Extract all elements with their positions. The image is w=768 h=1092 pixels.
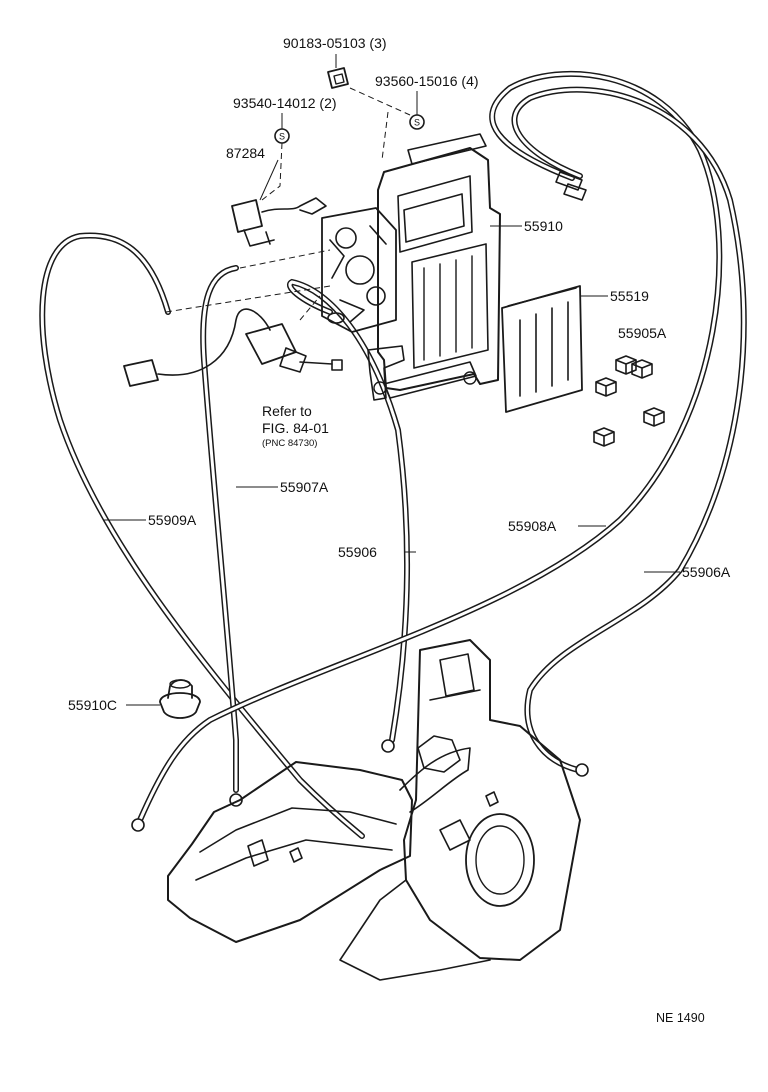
- figure-code: NE 1490: [656, 1011, 705, 1025]
- grommet-55910c: [159, 679, 201, 719]
- leader-lines: [104, 54, 680, 706]
- cable-55906a: [511, 86, 747, 777]
- screw-letter-93540: S: [279, 132, 285, 142]
- heater-unit-housing: [167, 639, 581, 981]
- part-label-55906a: 55906A: [682, 564, 731, 580]
- motor-lever-assembly: [321, 207, 397, 333]
- cable-end-connectors: [555, 171, 587, 201]
- clip-90183: [327, 67, 349, 89]
- part-label-55908a: 55908A: [508, 518, 557, 534]
- reference-note-line1: Refer to: [262, 403, 312, 419]
- part-label-55910c: 55910C: [68, 697, 117, 713]
- reference-note-line3: (PNC 84730): [262, 438, 317, 449]
- part-label-93560-15016: 93560-15016 (4): [375, 73, 479, 89]
- reference-note-line2: FIG. 84-01: [262, 420, 329, 436]
- part-label-55519: 55519: [610, 288, 649, 304]
- cable-55909a: [39, 232, 365, 839]
- connector-harness: [123, 308, 343, 387]
- cable-55907a: [200, 265, 243, 807]
- cable-55908a: [131, 70, 723, 832]
- part-label-55905a: 55905A: [618, 325, 667, 341]
- part-label-55909a: 55909A: [148, 512, 197, 528]
- screw-letter-93560: S: [414, 118, 420, 128]
- cable-55906: [287, 278, 411, 753]
- dashed-install-lines: [165, 87, 411, 321]
- clips-55905a: [593, 355, 665, 447]
- actuator-bracket-55910: [367, 133, 501, 401]
- switch-87284: [231, 197, 327, 247]
- part-label-93540-14012: 93540-14012 (2): [233, 95, 337, 111]
- cover-plate-55519: [501, 285, 583, 413]
- part-label-87284: 87284: [226, 145, 265, 161]
- part-label-55906: 55906: [338, 544, 377, 560]
- part-label-55907a: 55907A: [280, 479, 329, 495]
- part-label-90183-05103: 90183-05103 (3): [283, 35, 387, 51]
- part-label-55910: 55910: [524, 218, 563, 234]
